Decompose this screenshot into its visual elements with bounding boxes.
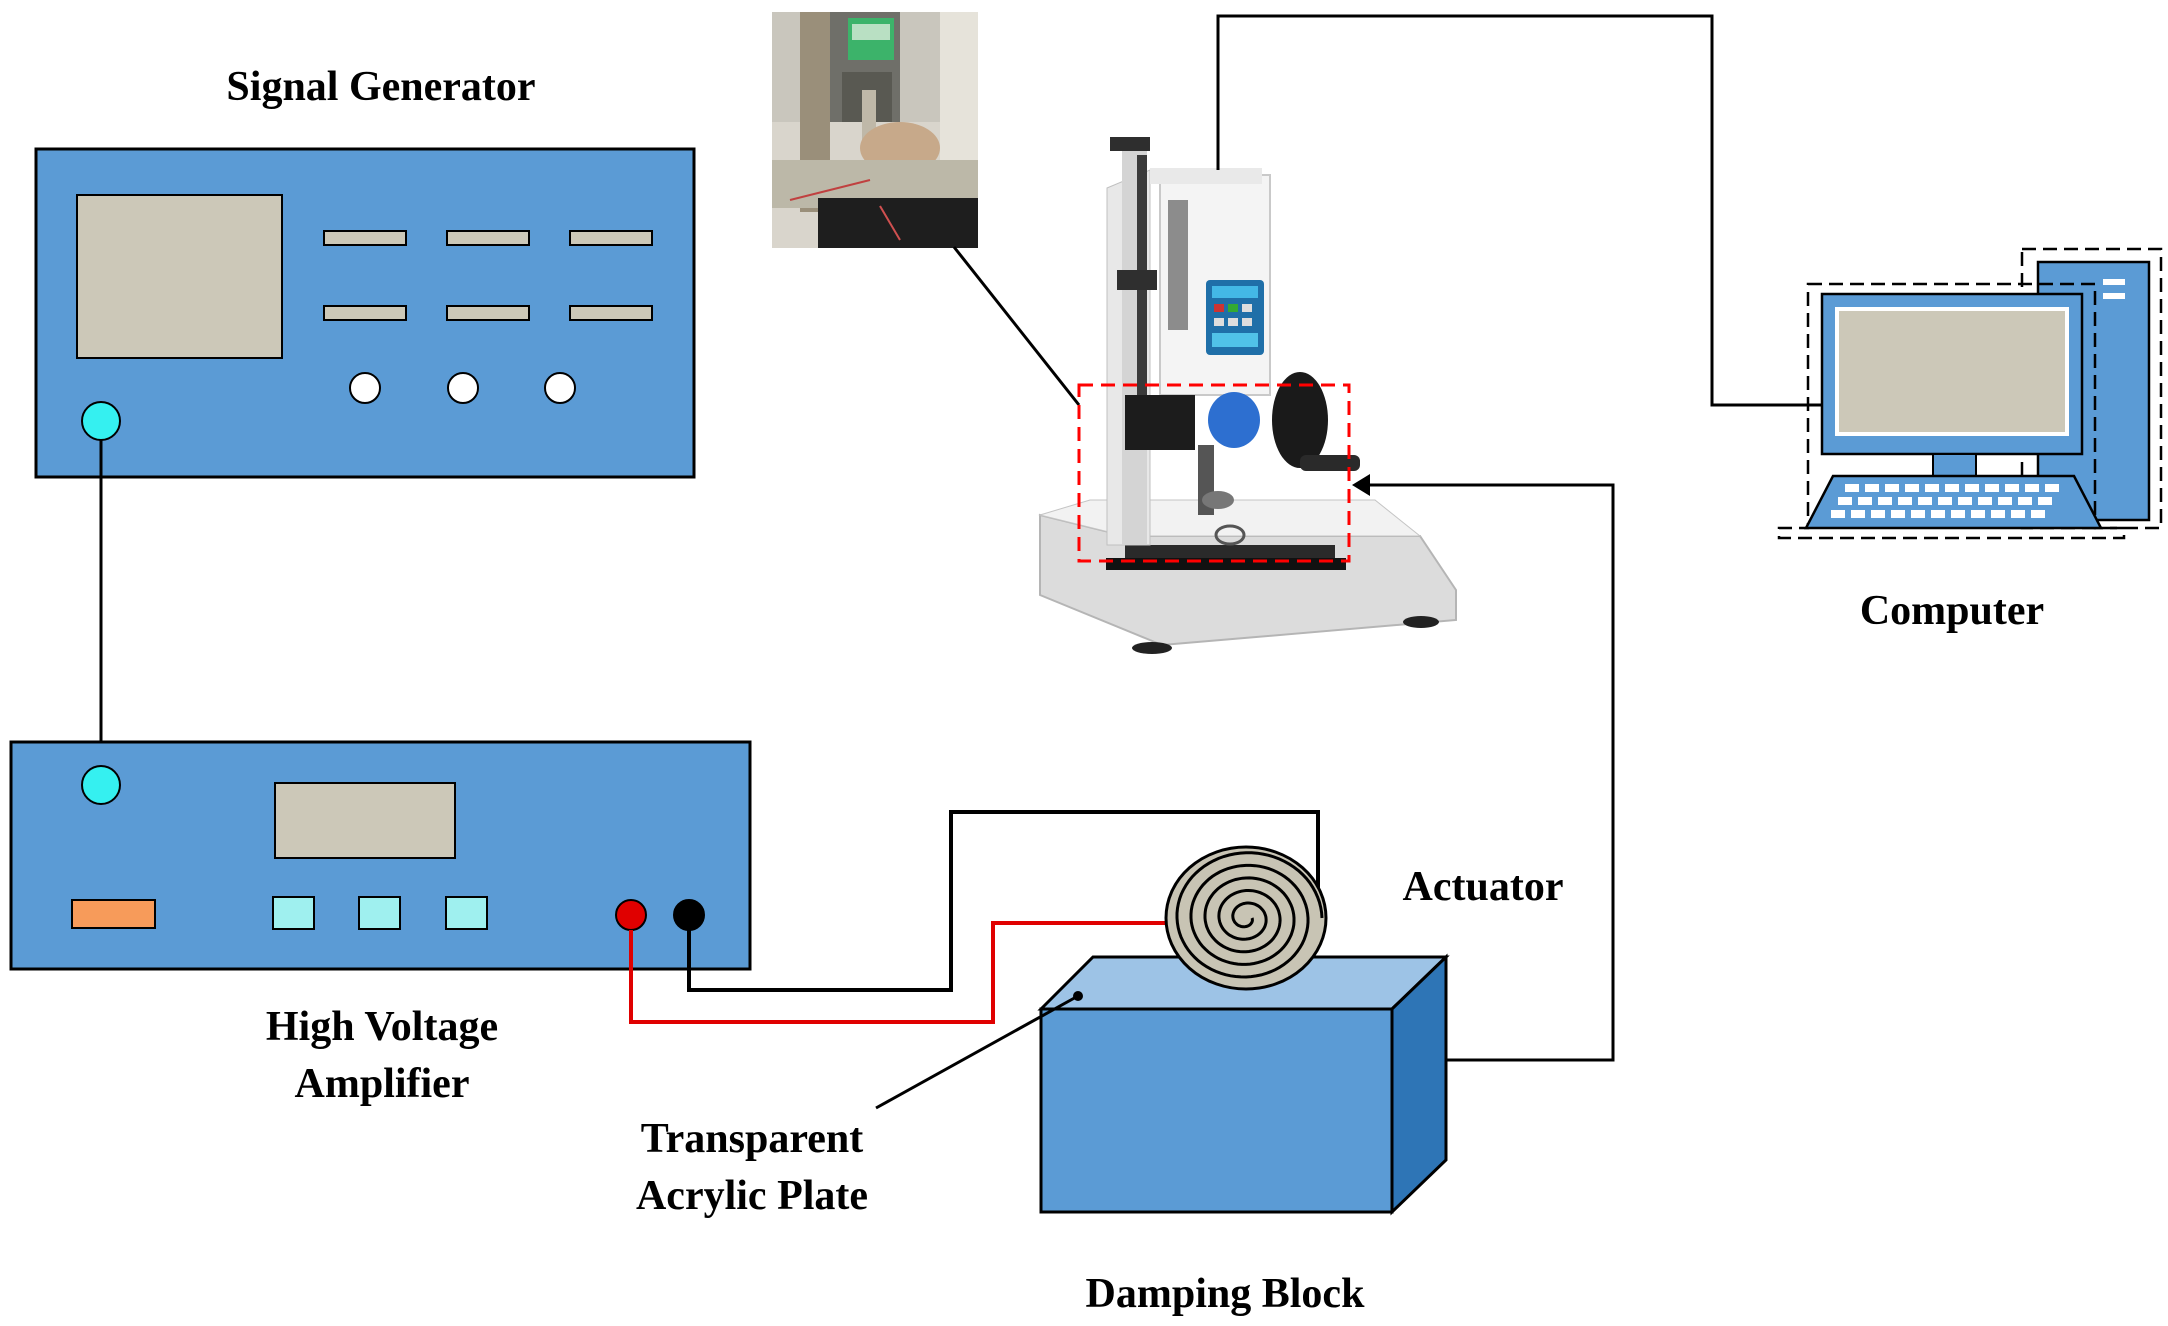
- keyboard-keys: [1831, 484, 2059, 518]
- block-front-face: [1039, 1007, 1394, 1214]
- keyboard-key: [2011, 510, 2025, 518]
- keyboard-key: [2031, 510, 2045, 518]
- amplifier-label-line2: Amplifier: [295, 1061, 470, 1107]
- sg-knob-2: [447, 372, 479, 404]
- keyboard-key: [1858, 497, 1872, 505]
- black-wire: [687, 810, 1320, 992]
- actuator-label: Actuator: [1403, 864, 1564, 910]
- keyboard-key: [1911, 510, 1925, 518]
- spiral-actuator: [1164, 845, 1328, 991]
- keyboard-key: [2045, 484, 2059, 492]
- damping-block-label: Damping Block: [1086, 1271, 1366, 1317]
- keyboard-key: [1985, 484, 1999, 492]
- acrylic-plate-label-line2: Acrylic Plate: [636, 1173, 868, 1219]
- spiral-electrode: [1175, 851, 1324, 979]
- acrylic-plate-label-line1: Transparent: [641, 1116, 863, 1162]
- keyboard-key: [1971, 510, 1985, 518]
- amplifier-button-1: [272, 896, 315, 930]
- keyboard-key: [1965, 484, 1979, 492]
- sg-button-1: [323, 230, 407, 246]
- force-test-stand: [1038, 137, 1457, 654]
- amplifier-button-2: [358, 896, 401, 930]
- sensor-cable-arrow: [1352, 474, 1370, 496]
- amplifier-red-terminal: [615, 899, 647, 931]
- signal-generator: [34, 147, 696, 479]
- red-wire: [629, 921, 1175, 1024]
- sg-output-port: [81, 401, 121, 441]
- amplifier-button-3: [445, 896, 488, 930]
- inset-leader: [952, 246, 1081, 406]
- keyboard-key: [2018, 497, 2032, 505]
- keyboard-key: [1931, 510, 1945, 518]
- sg-knob-1: [349, 372, 381, 404]
- experiment-inset-photo: [772, 12, 978, 248]
- keyboard-key: [1905, 484, 1919, 492]
- high-voltage-amplifier: [9, 740, 752, 971]
- computer-cable: [1216, 14, 1822, 407]
- amplifier-power-indicator: [71, 899, 156, 929]
- sg-knob-3: [544, 372, 576, 404]
- amplifier-input-port: [81, 765, 121, 805]
- acrylic-plate-leader: [875, 994, 1079, 1110]
- keyboard-key: [1878, 497, 1892, 505]
- keyboard-key: [1918, 497, 1932, 505]
- keyboard-key: [2025, 484, 2039, 492]
- keyboard-key: [2038, 497, 2052, 505]
- sg-button-3: [569, 230, 653, 246]
- keyboard-key: [1891, 510, 1905, 518]
- sg-button-5: [446, 305, 530, 321]
- computer-label: Computer: [1860, 588, 2044, 634]
- keyboard-key: [1845, 484, 1859, 492]
- keyboard-key: [1871, 510, 1885, 518]
- keyboard-key: [1998, 497, 2012, 505]
- amplifier-display: [274, 782, 456, 859]
- amplifier-black-terminal: [673, 899, 705, 931]
- keyboard-key: [1865, 484, 1879, 492]
- sg-button-2: [446, 230, 530, 246]
- sg-button-4: [323, 305, 407, 321]
- keyboard-key: [1925, 484, 1939, 492]
- keyboard-key: [1838, 497, 1852, 505]
- damping-block: [1037, 953, 1450, 1216]
- keyboard-key: [1831, 510, 1845, 518]
- amplifier-label-line1: High Voltage: [266, 1004, 498, 1050]
- actuator-region-highlight: [1077, 383, 1351, 563]
- keyboard-key: [1898, 497, 1912, 505]
- keyboard-key: [1991, 510, 2005, 518]
- signal-generator-label: Signal Generator: [226, 64, 535, 110]
- keyboard-key: [1945, 484, 1959, 492]
- sensor-cable: [1369, 483, 1615, 1062]
- signal-generator-screen: [76, 194, 283, 359]
- keyboard-key: [1951, 510, 1965, 518]
- keyboard-key: [1958, 497, 1972, 505]
- keyboard-key: [1978, 497, 1992, 505]
- keyboard-key: [1851, 510, 1865, 518]
- computer-screen: [1835, 307, 2069, 436]
- computer-icon: [1777, 247, 2163, 540]
- keyboard-key: [1938, 497, 1952, 505]
- keyboard-key: [1885, 484, 1899, 492]
- sg-button-6: [569, 305, 653, 321]
- keyboard-key: [2005, 484, 2019, 492]
